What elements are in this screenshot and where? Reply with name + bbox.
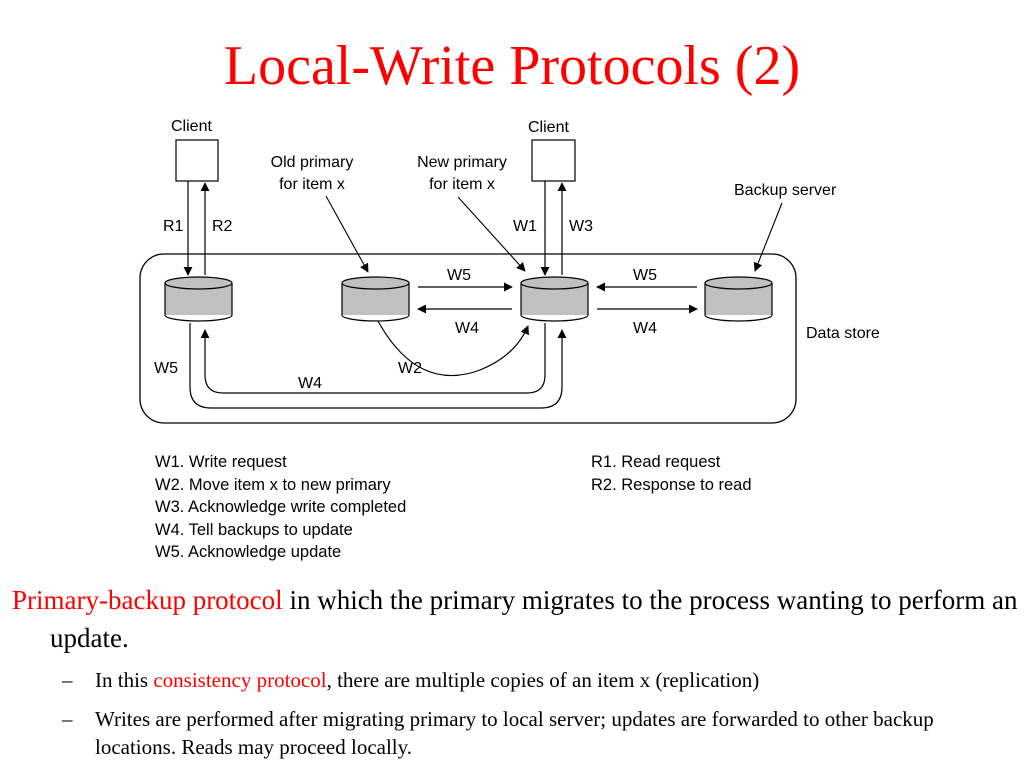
local-write-diagram: Client Client R1 R2 W1 W3 Old primary fo…: [139, 118, 880, 424]
legend-item: W4. Tell backups to update: [155, 520, 353, 539]
legend-item: W3. Acknowledge write completed: [155, 498, 407, 516]
r2-label: R2: [212, 218, 233, 235]
old-primary-cylinder: [341, 276, 410, 322]
backup-server-label: Backup server: [734, 182, 837, 199]
new-primary-cylinder: [520, 276, 589, 322]
w5-label-top-right: W5: [633, 267, 657, 284]
data-store-label: Data store: [806, 325, 880, 342]
client-left-box: [175, 139, 219, 182]
old-primary-pointer: [325, 195, 369, 273]
sub-bullet: – Writes are performed after migrating p…: [62, 705, 1002, 761]
client-right-box: [531, 139, 576, 182]
old-primary-label-line2: for item x: [279, 176, 345, 193]
new-primary-pointer: [457, 196, 526, 272]
client-left-label: Client: [171, 118, 212, 135]
w4-label-mid-right: W4: [633, 320, 657, 337]
local-server-left-cylinder: [164, 276, 233, 322]
old-primary-label: Old primary: [271, 154, 354, 171]
w4-label-mid-left: W4: [455, 320, 479, 337]
new-primary-label-line2: for item x: [429, 176, 495, 193]
w5-label-left: W5: [154, 360, 178, 377]
w2-arrow: [377, 320, 530, 377]
w3-label: W3: [569, 218, 593, 235]
backup-server-cylinder: [704, 276, 773, 322]
w5-loop-arrow: [200, 323, 546, 394]
sub-bullet-text: , there are multiple copies of an item x…: [326, 668, 760, 692]
bullet-text: in which the primary migrates to the pro…: [50, 585, 1018, 653]
slide-title: Local-Write Protocols (2): [223, 35, 801, 97]
legend-reads: R1. Read request R2. Response to read: [591, 451, 752, 496]
w1-label: W1: [513, 218, 537, 235]
highlight-term: consistency protocol: [153, 668, 327, 692]
new-primary-label: New primary: [417, 154, 507, 171]
legend-item: R2. Response to read: [591, 475, 752, 494]
dash-marker: –: [62, 707, 73, 731]
client-right-label: Client: [528, 119, 569, 136]
legend-item: W1. Write request: [155, 453, 287, 471]
main-bullet: Primary-backup protocol in which the pri…: [12, 581, 1024, 657]
data-store-boundary: [139, 253, 797, 424]
sub-bullet: – In this consistency protocol, there ar…: [62, 666, 1002, 694]
dash-marker: –: [62, 668, 73, 692]
r1-label: R1: [163, 218, 184, 235]
legend-item: W5. Acknowledge update: [155, 543, 342, 561]
legend-writes: W1. Write request W2. Move item x to new…: [155, 451, 406, 564]
sub-bullet-text: Writes are performed after migrating pri…: [95, 707, 934, 759]
highlight-term: Primary-backup protocol: [12, 585, 283, 615]
legend-item: W2. Move item x to new primary: [155, 475, 391, 494]
sub-bullet-prefix: In this: [95, 668, 154, 692]
w5-label-top-left: W5: [447, 267, 471, 284]
legend-item: R1. Read request: [591, 453, 721, 471]
backup-server-pointer: [753, 202, 783, 272]
w4-loop-arrow: [189, 323, 567, 409]
w4-label-bottom: W4: [298, 375, 322, 392]
w2-label: W2: [398, 360, 422, 377]
